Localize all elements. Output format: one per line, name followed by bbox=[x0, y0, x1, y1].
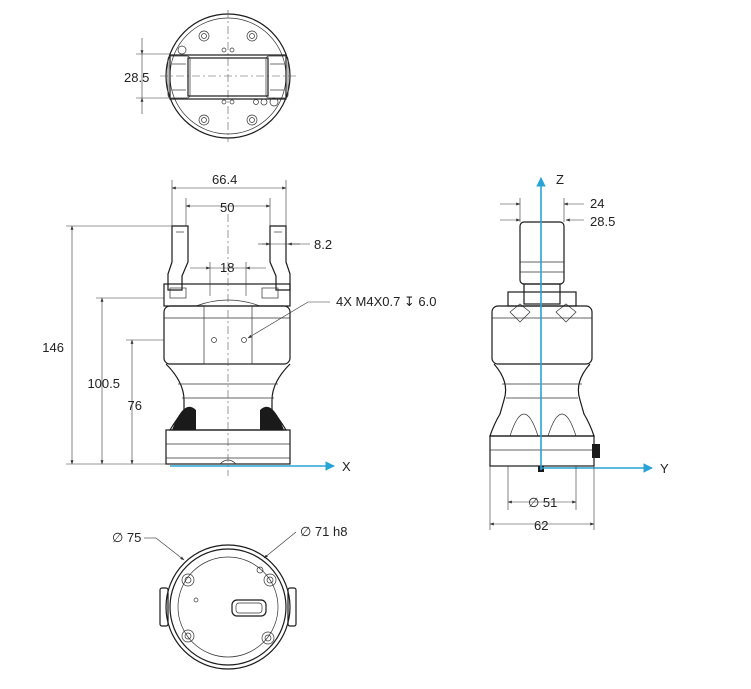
bottom-screws bbox=[181, 566, 277, 645]
bottom-dia-outer: ∅ 75 bbox=[112, 530, 141, 545]
side-dim-top-b: 28.5 bbox=[590, 214, 615, 229]
front-dim-finger: 8.2 bbox=[314, 237, 332, 252]
side-axis-y-label: Y bbox=[660, 461, 669, 476]
top-dim-height: 28.5 bbox=[124, 70, 149, 85]
top-view: 28.5 bbox=[124, 10, 296, 142]
top-screws bbox=[177, 30, 279, 126]
side-axis-z-label: Z bbox=[556, 172, 564, 187]
front-dim-total-height: 146 bbox=[42, 340, 64, 355]
side-dim-base-outer: 62 bbox=[534, 518, 548, 533]
side-dim-top-a: 24 bbox=[590, 196, 604, 211]
side-view: Z Y 24 28.5 ∅ 51 62 bbox=[489, 172, 669, 533]
front-dim-width-outer: 66.4 bbox=[212, 172, 237, 187]
front-view: 66.4 50 8.2 18 4X M4X0.7 ↧ 6.0 146 100.5… bbox=[42, 172, 437, 476]
front-dim-height-low: 76 bbox=[128, 398, 142, 413]
front-axis-x-label: X bbox=[342, 459, 351, 474]
front-dim-gap: 18 bbox=[220, 260, 234, 275]
side-dim-base-inner: ∅ 51 bbox=[528, 495, 557, 510]
bottom-dia-inner: ∅ 71 h8 bbox=[300, 524, 347, 539]
front-thread-note: 4X M4X0.7 ↧ 6.0 bbox=[336, 294, 437, 309]
front-dim-width-inner: 50 bbox=[220, 200, 234, 215]
bottom-view: ∅ 75 ∅ 71 h8 bbox=[112, 524, 347, 670]
front-dim-height-mid: 100.5 bbox=[87, 376, 120, 391]
